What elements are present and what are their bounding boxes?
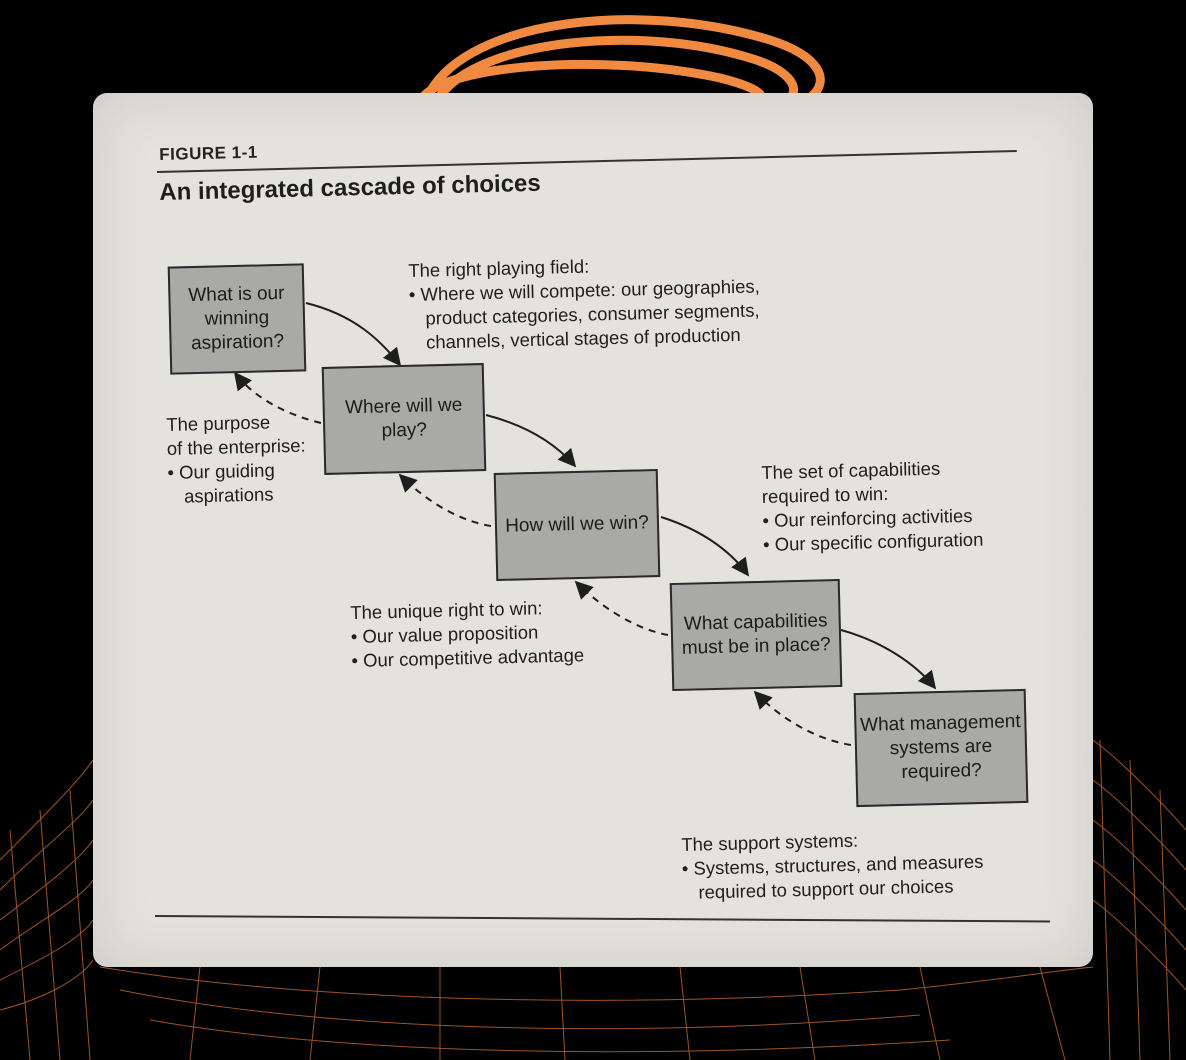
forward-arrow-3 bbox=[660, 516, 750, 577]
feedback-arrow-3 bbox=[574, 580, 669, 636]
note-continuation: aspirations bbox=[183, 483, 274, 507]
feedback-arrow-4 bbox=[753, 690, 852, 746]
feedback-arrow-2 bbox=[398, 473, 492, 527]
note-capabilities: The set of capabilities required to win:… bbox=[761, 456, 984, 557]
cascade-arrows bbox=[233, 302, 937, 746]
box-how-to-win: How will we win? bbox=[493, 469, 661, 581]
box-management-systems: What management systems are required? bbox=[853, 688, 1029, 808]
note-heading: of the enterprise: bbox=[166, 434, 306, 459]
note-support-systems: The support systems: Systems, structures… bbox=[681, 826, 984, 905]
book-page: FIGURE 1-1 An integrated cascade of choi… bbox=[93, 93, 1093, 967]
note-playing-field: The right playing field: Where we will c… bbox=[408, 250, 761, 355]
box-capabilities: What capabilities must be in place? bbox=[669, 578, 843, 692]
note-heading: The purpose bbox=[166, 411, 271, 435]
box-where-to-play: Where will we play? bbox=[321, 363, 487, 475]
forward-arrow-2 bbox=[485, 414, 577, 468]
note-purpose: The purpose of the enterprise: Our guidi… bbox=[166, 410, 307, 509]
forward-arrow-4 bbox=[840, 629, 937, 690]
note-right-to-win: The unique right to win: Our value propo… bbox=[350, 595, 584, 673]
box-winning-aspiration: What is our winning aspiration? bbox=[167, 263, 307, 375]
forward-arrow-1 bbox=[305, 302, 402, 367]
note-bullet: Our guiding bbox=[167, 458, 306, 485]
